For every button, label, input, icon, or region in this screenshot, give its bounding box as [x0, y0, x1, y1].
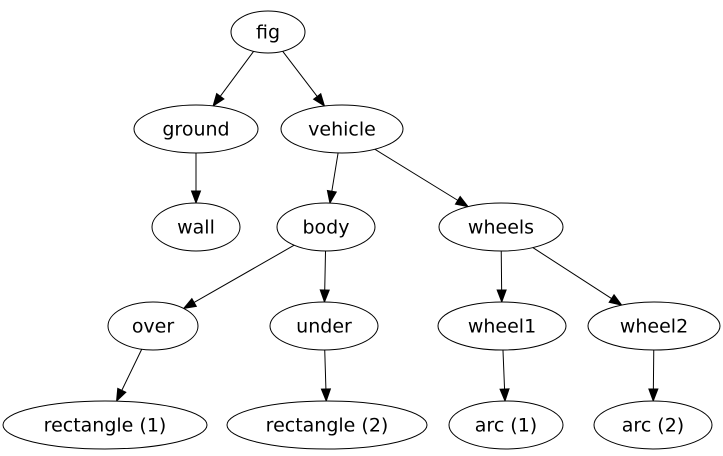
arrowhead-icon [212, 92, 225, 108]
edge-ground-wall [190, 153, 202, 205]
node-fig-shape [230, 10, 306, 54]
edge-wheel2-arc2 [648, 349, 659, 403]
node-wheel2: wheel2 [587, 301, 721, 351]
edge-wheels-wheel2 [532, 247, 623, 306]
arrowhead-icon [115, 387, 127, 403]
node-fig-label: fig [256, 21, 280, 43]
node-wheel2-label: wheel2 [620, 315, 688, 337]
node-wheel1-label: wheel1 [468, 315, 536, 337]
arrowhead-icon [326, 189, 338, 205]
node-wall-shape [151, 202, 241, 252]
arrowhead-icon [454, 195, 470, 208]
node-ground-label: ground [162, 118, 229, 140]
node-rectangle2-label: rectangle (2) [266, 414, 389, 436]
node-wheel1-shape [437, 301, 567, 351]
node-rectangle2-shape [226, 400, 428, 450]
edge-line [193, 244, 295, 303]
node-over-shape [107, 301, 199, 351]
edge-line [324, 349, 327, 390]
node-arc2-shape [593, 400, 713, 450]
node-arc1-label: arc (1) [475, 414, 537, 436]
node-wheels-label: wheels [468, 216, 534, 238]
node-arc1-shape [448, 400, 564, 450]
edge-body-over [182, 244, 295, 310]
edge-fig-ground [212, 51, 255, 108]
node-wall: wall [151, 202, 241, 252]
edge-wheel1-arc1 [499, 349, 510, 403]
node-rectangle1-label: rectangle (1) [44, 414, 167, 436]
edge-line [324, 250, 327, 291]
edge-over-rectangle1 [115, 349, 143, 403]
node-ground-shape [133, 104, 259, 154]
edge-line [331, 152, 339, 192]
node-ground: ground [133, 104, 259, 154]
node-body: body [276, 202, 376, 252]
arrowhead-icon [190, 190, 202, 205]
edge-vehicle-wheels [374, 148, 470, 208]
arrowhead-icon [496, 289, 507, 304]
node-arc1: arc (1) [448, 400, 564, 450]
edge-under-rectangle2 [320, 349, 332, 403]
arrowhead-icon [182, 297, 198, 310]
node-under-label: under [296, 315, 352, 337]
edge-line [121, 349, 143, 391]
arrowhead-icon [312, 92, 326, 108]
arrowhead-icon [319, 289, 330, 304]
arrowhead-icon [608, 293, 623, 306]
node-rectangle1: rectangle (1) [2, 400, 208, 450]
node-under: under [269, 301, 379, 351]
edge-line [532, 247, 612, 299]
edge-line [282, 50, 318, 97]
node-arc2-label: arc (2) [622, 414, 684, 436]
node-body-shape [276, 202, 376, 252]
edge-vehicle-body [326, 152, 339, 205]
node-wheels-shape [438, 202, 564, 252]
edge-line [502, 349, 506, 390]
arrowhead-icon [320, 388, 332, 403]
node-rectangle1-shape [2, 400, 208, 450]
edge-body-under [319, 250, 330, 304]
node-under-shape [269, 301, 379, 351]
edge-line [219, 51, 255, 97]
edge-fig-vehicle [282, 50, 326, 108]
node-rectangle2: rectangle (2) [226, 400, 428, 450]
node-wall-label: wall [177, 216, 215, 238]
edge-wheels-wheel1 [496, 250, 507, 304]
node-over-label: over [132, 315, 175, 337]
node-over: over [107, 301, 199, 351]
node-vehicle-shape [280, 104, 404, 154]
node-vehicle: vehicle [280, 104, 404, 154]
node-arc2: arc (2) [593, 400, 713, 450]
node-fig: fig [230, 10, 306, 54]
node-vehicle-label: vehicle [308, 118, 376, 140]
arrowhead-icon [499, 388, 510, 403]
node-wheel1: wheel1 [437, 301, 567, 351]
node-wheel2-shape [587, 301, 721, 351]
arrowhead-icon [648, 388, 659, 403]
edge-line [374, 148, 459, 201]
node-wheels: wheels [438, 202, 564, 252]
node-body-label: body [303, 216, 350, 238]
